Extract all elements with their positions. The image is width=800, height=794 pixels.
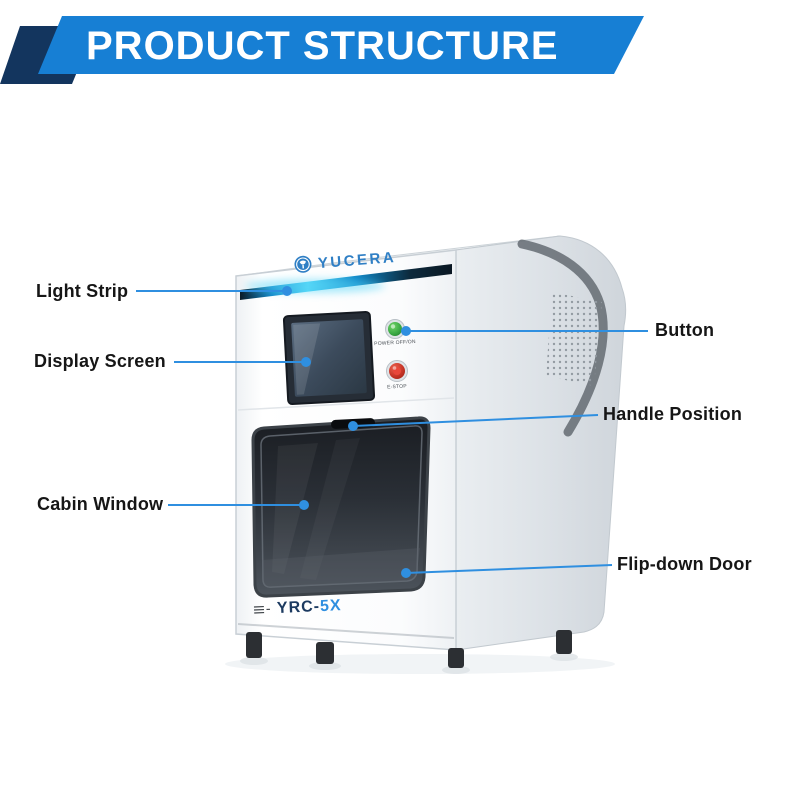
- estop-button-icon: [386, 360, 408, 382]
- machine-foot: [246, 632, 262, 658]
- model-label: YRC-5X: [253, 597, 342, 619]
- power-button-icon: [385, 319, 405, 339]
- machine-foot: [448, 648, 464, 668]
- callout-line-flip-down-door: [405, 564, 613, 574]
- vent-icon: [253, 605, 271, 614]
- display-screen: [282, 311, 376, 405]
- banner-shape: [38, 16, 644, 74]
- light-strip-glow: [245, 279, 385, 293]
- side-vent-grille: [546, 292, 602, 386]
- window-bottom-sheen: [262, 548, 420, 588]
- brand-label: YUCERA: [293, 248, 397, 274]
- callout-dot-flip-down-door: [401, 568, 411, 578]
- foot-shadow: [240, 657, 268, 665]
- model-suffix: 5X: [319, 597, 342, 616]
- callout-label-cabin-window: Cabin Window: [37, 494, 164, 514]
- callout-label-handle-position: Handle Position: [603, 404, 743, 424]
- window-reflection: [272, 443, 318, 574]
- callout-dots: [282, 286, 411, 578]
- callout-label-button: Button: [655, 320, 715, 340]
- callout-label-light-strip: Light Strip: [36, 281, 129, 301]
- machine-foot: [316, 642, 334, 664]
- foot-shadow: [442, 666, 470, 674]
- callout-dot-light-strip: [282, 286, 292, 296]
- page-title: PRODUCT STRUCTURE: [86, 24, 559, 68]
- callout-label-display-screen: Display Screen: [34, 351, 166, 371]
- callout-label-flip-down-door: Flip-down Door: [617, 554, 752, 574]
- foot-shadow: [309, 662, 341, 670]
- foot-shadow: [550, 653, 578, 661]
- cabin-window-inner-frame: [260, 425, 423, 588]
- base-groove: [237, 623, 455, 639]
- callout-dot-display-screen: [301, 357, 311, 367]
- door-seam: [237, 397, 455, 411]
- callout-line-handle-position: [352, 414, 599, 427]
- yucera-logo-icon: [294, 255, 312, 273]
- callout-lines: [136, 290, 648, 574]
- callout-dot-handle-position: [348, 421, 358, 431]
- model-prefix: YRC-: [276, 598, 321, 617]
- callout-dot-cabin-window: [299, 500, 309, 510]
- model-number: YRC-5X: [277, 597, 342, 618]
- machine-foot: [556, 630, 572, 654]
- callout-dot-button: [401, 326, 411, 336]
- window-reflection: [300, 438, 360, 580]
